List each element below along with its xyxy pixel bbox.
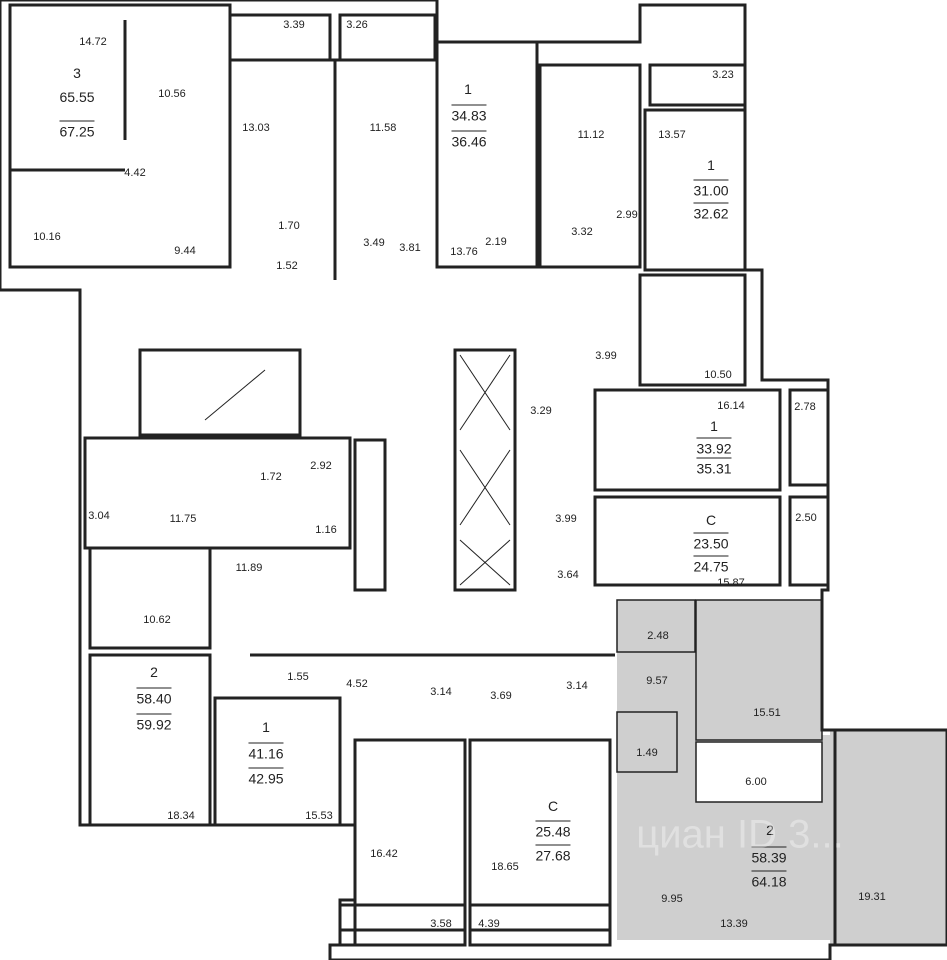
room-area: 3.99: [555, 513, 577, 525]
apartment-total-area: 24.75: [693, 555, 729, 575]
room-area: 4.39: [478, 918, 500, 930]
room-area: 2.92: [310, 460, 332, 472]
room-area: 3.32: [571, 226, 593, 238]
room-area: 19.31: [858, 891, 886, 903]
room-area: 3.26: [346, 19, 368, 31]
room-area: 6.00: [745, 776, 767, 788]
apartment-living-area: 23.50: [693, 532, 729, 552]
room-area: 3.81: [399, 242, 421, 254]
room-area: 16.14: [717, 400, 745, 412]
room-area: 10.56: [158, 88, 186, 100]
apartment-living-area: 58.39: [751, 846, 787, 866]
room-area: 10.16: [33, 231, 61, 243]
room-area: 2.99: [616, 209, 638, 221]
room-area: 1.52: [276, 260, 298, 272]
room-area: 3.04: [88, 510, 110, 522]
room-area: 1.16: [315, 524, 337, 536]
room-area: 3.49: [363, 237, 385, 249]
room-area: 1.55: [287, 671, 309, 683]
room-area: 4.52: [346, 678, 368, 690]
room-area: 15.87: [717, 577, 745, 589]
room-area: 3.64: [557, 569, 579, 581]
room-area: 2.78: [794, 401, 816, 413]
room-area: 1.49: [636, 747, 658, 759]
room-area: 14.72: [79, 36, 107, 48]
apartment-living-area: 41.16: [248, 742, 284, 762]
room-area: 3.58: [430, 918, 452, 930]
apartment-living-area: 65.55: [59, 89, 95, 105]
room-area: 9.95: [661, 893, 683, 905]
apartment-rooms: 1: [464, 81, 472, 97]
room-area: 3.14: [566, 680, 588, 692]
room-area: 18.65: [491, 861, 519, 873]
room-area: 2.48: [647, 630, 669, 642]
room-area: 15.53: [305, 810, 333, 822]
room-area: 16.42: [370, 848, 398, 860]
apartment-total-area: 67.25: [59, 120, 95, 140]
room-area: 13.76: [450, 246, 478, 258]
watermark: циан ID 3...: [636, 812, 844, 857]
apartment-living-area: 34.83: [451, 104, 487, 124]
room-area: 9.44: [174, 245, 196, 257]
apartment-rooms: С: [547, 798, 559, 814]
room-area: 13.03: [242, 122, 270, 134]
room-area: 3.14: [430, 686, 452, 698]
room-area: 13.57: [658, 129, 686, 141]
room-area: 2.19: [485, 236, 507, 248]
room-area: 11.12: [577, 129, 605, 141]
room-area: 11.75: [169, 513, 197, 525]
room-area: 3.23: [712, 69, 734, 81]
room-area: 3.39: [283, 19, 305, 31]
room-area: 4.42: [124, 167, 146, 179]
room-area: 10.50: [704, 369, 732, 381]
apartment-living-area: 58.40: [136, 687, 172, 707]
apartment-rooms: 2: [766, 822, 774, 838]
room-area: 18.34: [167, 810, 195, 822]
room-area: 15.51: [753, 707, 781, 719]
room-area: 3.29: [530, 405, 552, 417]
apartment-rooms: 2: [150, 664, 158, 680]
apartment-total-area: 59.92: [136, 713, 172, 733]
apartment-total-area: 36.46: [451, 130, 487, 150]
room-area: 11.58: [369, 122, 397, 134]
room-area: 10.62: [143, 614, 171, 626]
apartment-living-area: 31.00: [693, 179, 729, 199]
apartment-rooms: С: [705, 512, 717, 528]
apartment-rooms: 1: [262, 719, 270, 735]
apartment-total-area: 64.18: [751, 870, 787, 890]
apartment-total-area: 42.95: [248, 767, 284, 787]
apartment-rooms: 1: [707, 157, 715, 173]
room-area: 13.39: [720, 918, 748, 930]
room-area: 1.70: [278, 220, 300, 232]
room-area: 3.69: [490, 690, 512, 702]
apartment-living-area: 25.48: [535, 820, 571, 840]
room-area: 1.72: [260, 471, 282, 483]
apartment-rooms: 1: [710, 418, 718, 434]
room-area: 11.89: [235, 562, 263, 574]
apartment-total-area: 27.68: [535, 844, 571, 864]
apartment-living-area: 33.92: [696, 437, 732, 457]
room-area: 9.57: [646, 675, 668, 687]
room-area: 2.50: [795, 512, 817, 524]
apartment-rooms: 3: [73, 65, 81, 81]
apartment-total-area: 35.31: [696, 457, 732, 477]
room-area: 3.99: [595, 350, 617, 362]
apartment-total-area: 32.62: [693, 202, 729, 222]
